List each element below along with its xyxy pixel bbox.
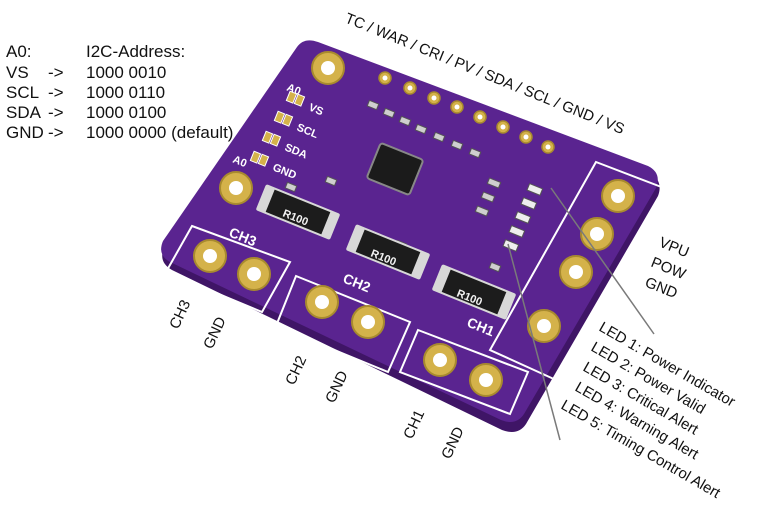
led-4	[508, 224, 526, 238]
terminal-outline-right	[488, 160, 666, 382]
ch2-label: CH2	[282, 353, 310, 387]
led-column	[474, 177, 544, 252]
ch1-label: CH1	[400, 407, 428, 441]
address-row-value: 1000 0000 (default)	[86, 123, 234, 142]
led-3	[514, 210, 532, 224]
silk-vs: VS	[307, 102, 325, 119]
address-row-arrow: ->	[48, 103, 64, 122]
terminal-outline-ch3	[164, 224, 292, 314]
ch1-gnd-label: GND	[438, 424, 468, 462]
led-2	[520, 196, 538, 210]
silk-a0-bottom: A0	[231, 154, 249, 170]
address-row-arrow: ->	[48, 63, 64, 82]
resistor-r1-body	[256, 184, 340, 240]
ch3-gnd-label: GND	[200, 314, 230, 352]
terminal-outline-ch1	[398, 328, 530, 416]
resistor-r2-body	[346, 224, 430, 280]
address-header-pin: A0:	[6, 42, 32, 61]
address-row-pin: GND	[6, 123, 44, 142]
silk-a0-top: A0	[285, 82, 303, 98]
resistor-r3-body	[432, 264, 516, 320]
address-row-arrow: ->	[48, 83, 64, 102]
ch2-gnd-label: GND	[322, 368, 352, 406]
address-row-value: 1000 0110	[86, 83, 166, 102]
address-row-pin: VS	[6, 63, 29, 82]
led-pointer-line	[507, 243, 561, 441]
address-row-value: 1000 0010	[86, 63, 167, 82]
address-row-pin: SDA	[6, 103, 41, 122]
led-1	[526, 182, 544, 196]
ic-chip	[366, 142, 424, 196]
address-row-value: 1000 0100	[86, 103, 167, 122]
address-row-arrow: ->	[48, 123, 64, 142]
led-pointer-line	[550, 187, 655, 335]
address-row-pin: SCL	[6, 83, 40, 102]
ch3-label: CH3	[166, 297, 194, 331]
address-header-value: I2C-Address:	[86, 42, 186, 61]
